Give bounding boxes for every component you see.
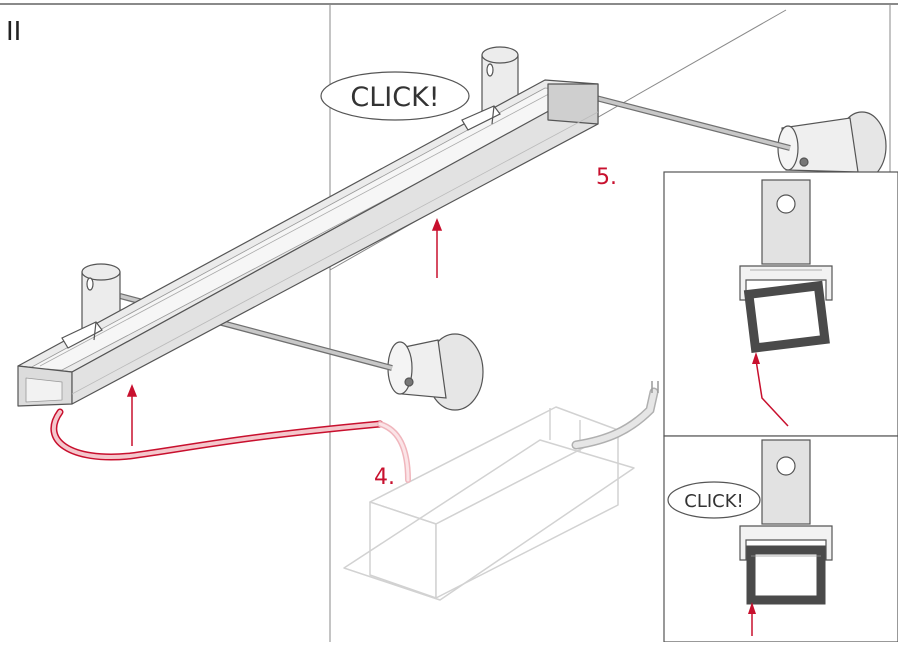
click-text-main: CLICK! bbox=[350, 82, 439, 113]
mounting-clip-left bbox=[61, 321, 103, 349]
led-profile bbox=[17, 79, 599, 407]
step-4-label: 4. bbox=[374, 465, 395, 490]
mains-cable bbox=[571, 381, 659, 450]
push-arrows bbox=[126, 217, 443, 446]
click-text-detail: CLICK! bbox=[684, 491, 744, 512]
ceiling-holder-right bbox=[481, 46, 519, 113]
step-5-label: 5. bbox=[596, 165, 617, 190]
click-callout-main: CLICK! bbox=[320, 71, 470, 121]
section-label: II bbox=[6, 17, 21, 47]
driver-box-ghost bbox=[343, 406, 635, 601]
detail-panel-clicked: CLICK! bbox=[663, 435, 898, 643]
wall-mount-right bbox=[595, 95, 887, 181]
detail-panel-insert bbox=[663, 171, 898, 437]
mounting-clip-right bbox=[461, 105, 501, 131]
led-cable bbox=[50, 408, 411, 483]
